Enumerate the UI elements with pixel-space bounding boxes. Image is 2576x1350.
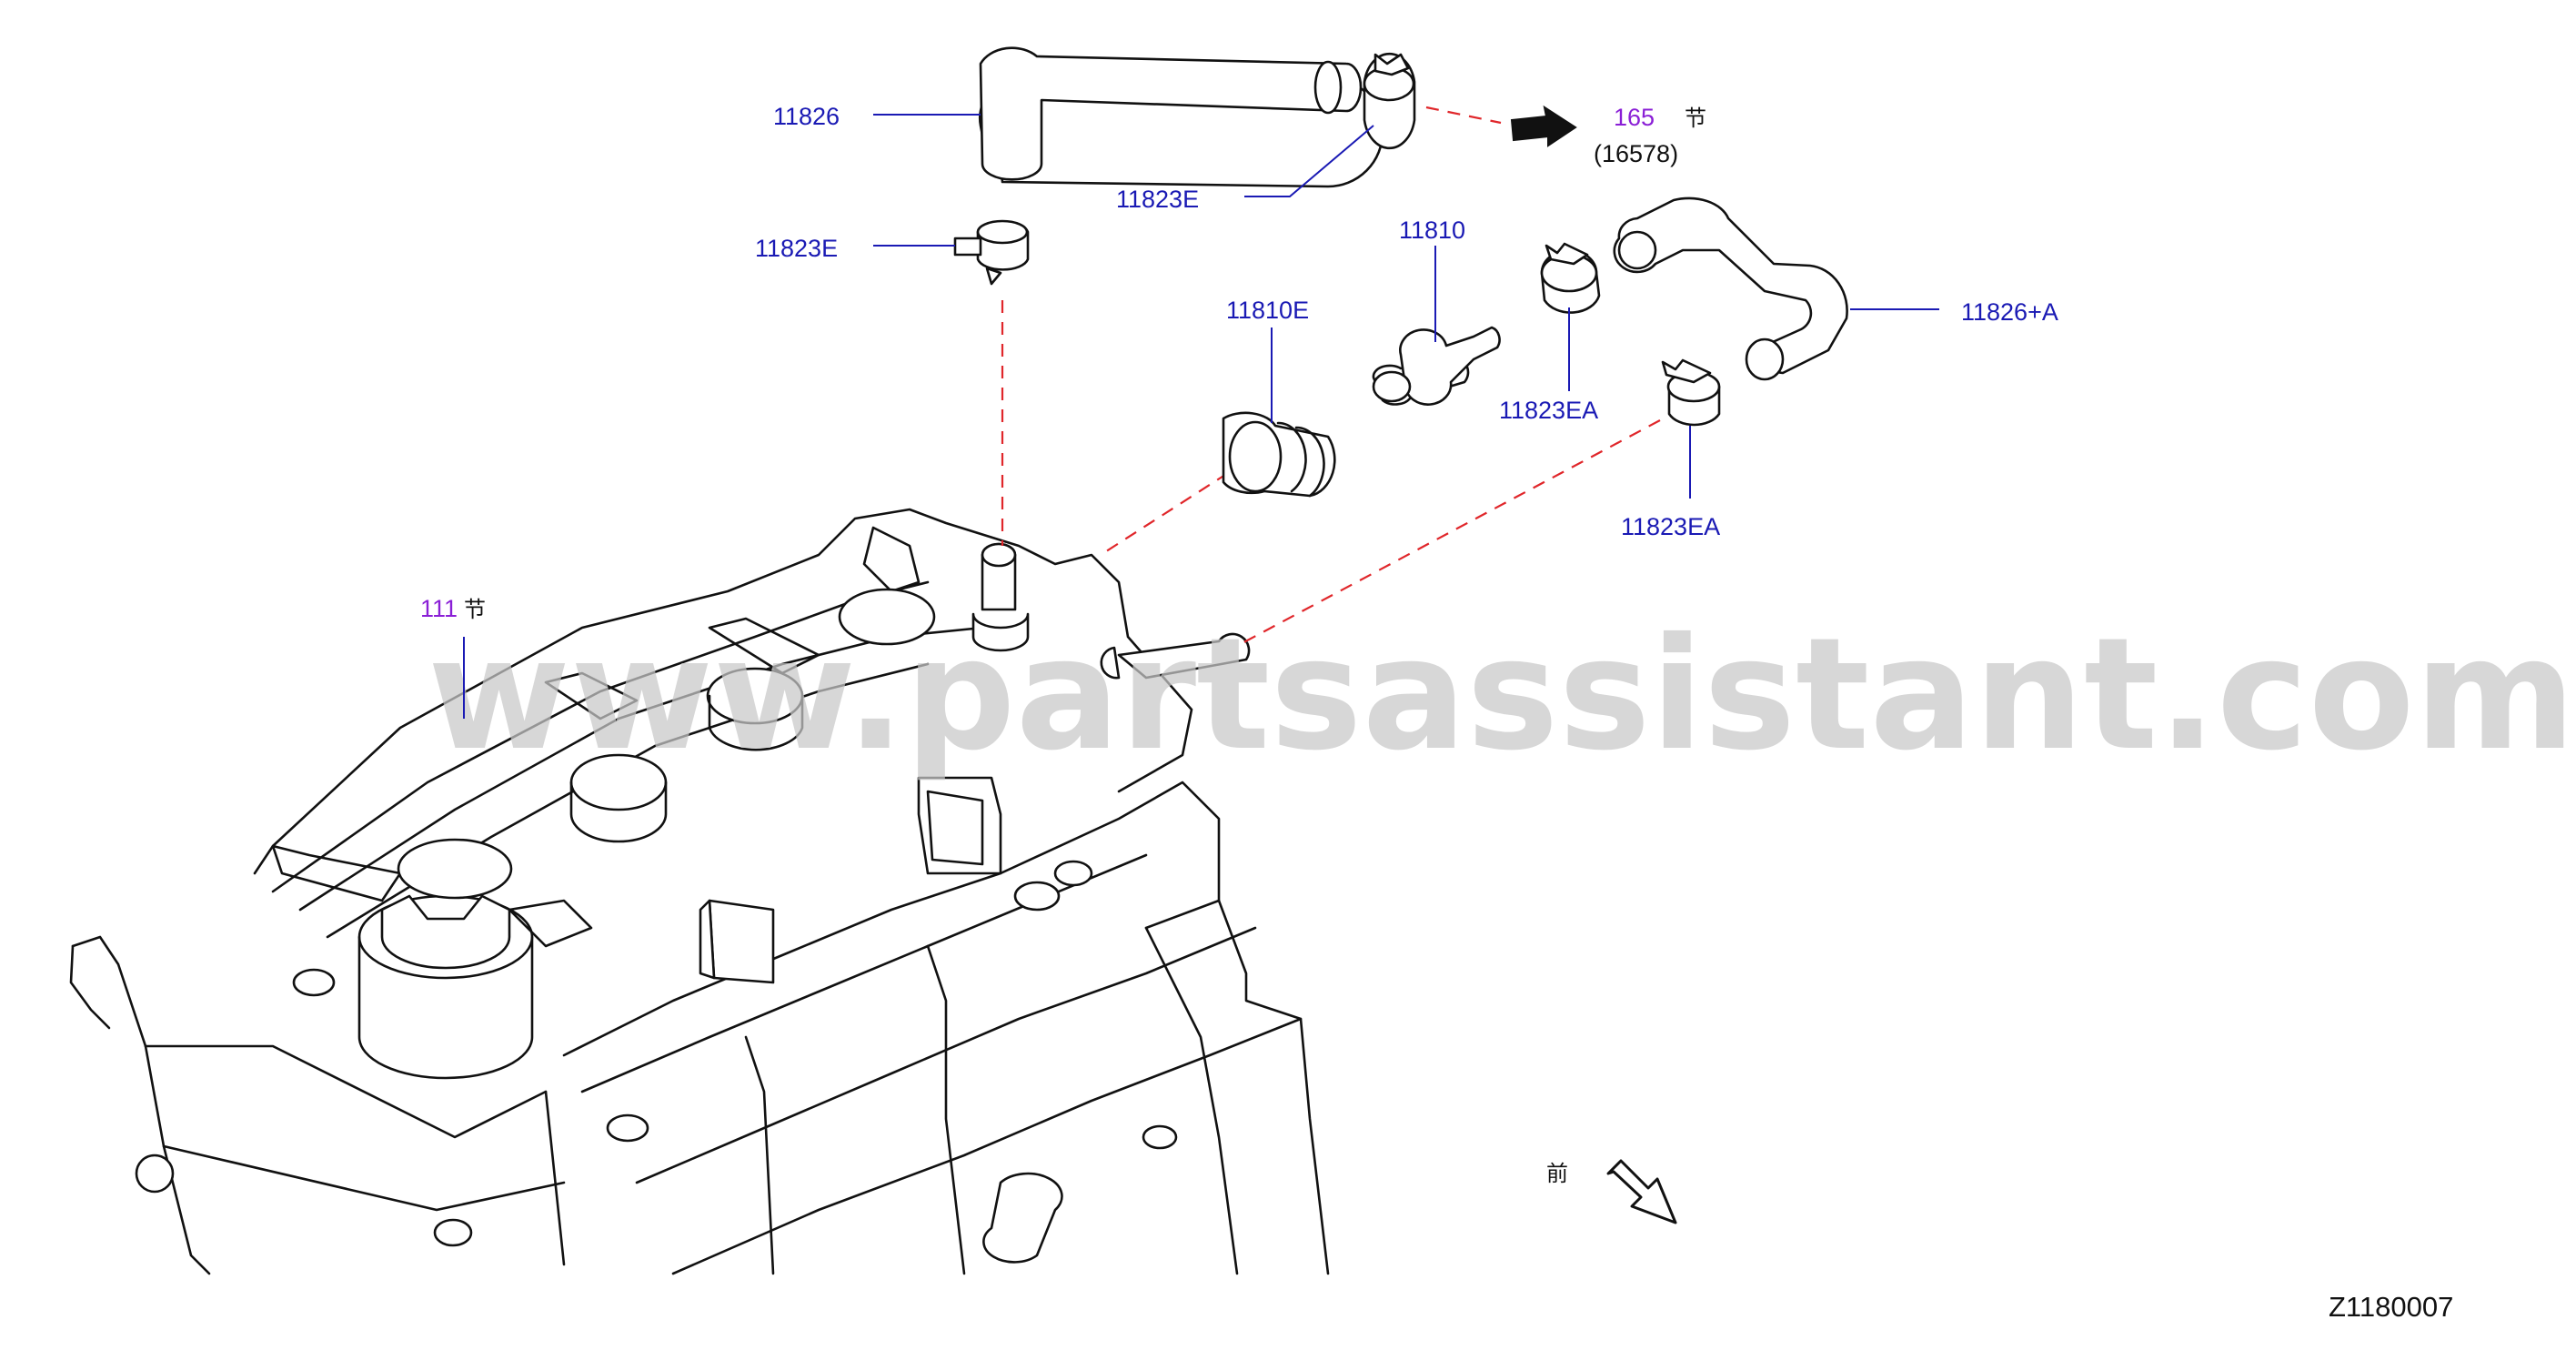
ref-165-number[interactable]: 165 [1614, 104, 1655, 131]
label-11823ea-lower: 11823EA [1621, 513, 1720, 540]
ref-111-number[interactable]: 111 [420, 595, 458, 622]
dashed-line-to-ref [1425, 106, 1502, 125]
ref-111-suffix: 节 [464, 597, 486, 622]
reference-165[interactable]: 165 节 (16578) [1594, 104, 1706, 167]
dashed-line-grommet [1100, 472, 1229, 556]
watermark: www.partsassistant.com [428, 605, 2576, 785]
part-labels: 11826 11823E 11823E 11810E 11810 11826+A… [755, 103, 2058, 540]
ref-165-suffix: 节 [1685, 106, 1706, 131]
hose-upper [979, 46, 1384, 188]
label-11823e-left: 11823E [755, 235, 838, 262]
leader-lines [463, 114, 1939, 719]
diagram-code: Z1180007 [2329, 1291, 2453, 1323]
arrow-right-icon [1510, 105, 1577, 147]
hose-right [1613, 196, 1848, 381]
label-11823e-upper: 11823E [1116, 186, 1199, 213]
clamp-upper [1363, 52, 1416, 150]
engine-assembly [69, 508, 1330, 1275]
clamp-right-a [1540, 242, 1601, 314]
label-11826a: 11826+A [1961, 298, 2058, 326]
assembly-dashed-lines [1001, 106, 1661, 647]
clamp-left [953, 219, 1030, 286]
grommet [1222, 411, 1336, 498]
clamp-right-b [1661, 358, 1721, 427]
pcv-valve [1372, 326, 1501, 406]
ref-165-sub: (16578) [1594, 140, 1678, 167]
label-11823ea-upper: 11823EA [1499, 397, 1598, 424]
label-11826: 11826 [773, 103, 840, 130]
label-11810: 11810 [1399, 217, 1465, 244]
label-11810e: 11810E [1226, 297, 1309, 324]
reference-111[interactable]: 111 节 [420, 595, 486, 622]
leader-11823e-upper [1244, 125, 1374, 197]
front-arrow-icon [1606, 1159, 1677, 1224]
front-marker: 前 [1546, 1159, 1677, 1224]
dashed-line-clamp-right [1236, 419, 1661, 647]
front-marker-label: 前 [1546, 1161, 1568, 1186]
